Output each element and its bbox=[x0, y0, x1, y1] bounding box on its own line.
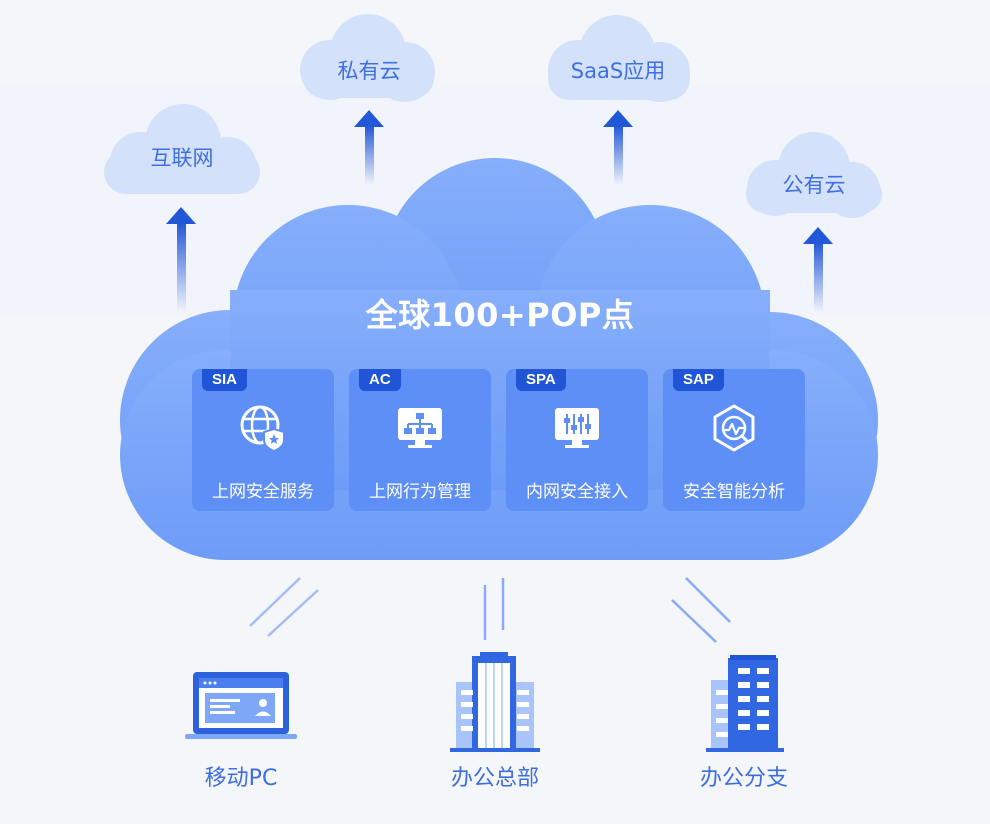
cloud-internet bbox=[104, 104, 260, 194]
site-label-headquarters: 办公总部 bbox=[450, 766, 540, 791]
target-label-public-cloud: 公有云 bbox=[782, 173, 846, 197]
service-card-sia: SIA 上网安全服务 bbox=[192, 369, 334, 511]
target-label-internet: 互联网 bbox=[150, 146, 214, 170]
arrow-to-public bbox=[803, 227, 833, 312]
service-tag: SAP bbox=[673, 369, 724, 391]
headquarters-building-icon bbox=[450, 652, 540, 752]
target-label-saas: SaaS应用 bbox=[570, 59, 666, 83]
monitor-sliders-icon bbox=[555, 408, 599, 448]
cloud-saas bbox=[548, 15, 690, 102]
monitor-org-chart-icon bbox=[398, 408, 442, 448]
laptop-icon bbox=[185, 672, 297, 739]
service-name: 上网安全服务 bbox=[212, 482, 314, 502]
cloud-private bbox=[300, 14, 435, 102]
service-card-ac: AC 上网行为管理 bbox=[349, 369, 491, 511]
service-name: 上网行为管理 bbox=[369, 482, 471, 502]
globe-shield-icon bbox=[240, 405, 285, 453]
target-label-private-cloud: 私有云 bbox=[337, 59, 401, 83]
service-card-spa: SPA 内网安全接入 bbox=[506, 369, 648, 511]
arrow-to-saas bbox=[603, 110, 633, 185]
service-card-sap: SAP 安全智能分析 bbox=[663, 369, 805, 511]
service-name: 内网安全接入 bbox=[526, 482, 628, 502]
service-name: 安全智能分析 bbox=[683, 482, 785, 502]
service-tag: AC bbox=[359, 369, 401, 391]
service-tag: SPA bbox=[516, 369, 566, 391]
uplink-streaks bbox=[249, 577, 731, 643]
branch-building-icon bbox=[706, 655, 784, 752]
site-label-branch: 办公分支 bbox=[699, 766, 789, 791]
cloud-public bbox=[746, 132, 882, 218]
arrow-to-private bbox=[354, 110, 384, 185]
hexagon-analytics-icon bbox=[713, 404, 755, 452]
cloud-title: 全球100+POP点 bbox=[365, 296, 635, 334]
site-label-mobile-pc: 移动PC bbox=[204, 766, 278, 791]
arrow-to-internet bbox=[166, 207, 196, 312]
service-tag: SIA bbox=[202, 369, 248, 391]
